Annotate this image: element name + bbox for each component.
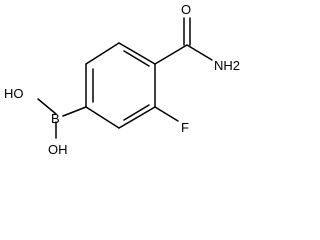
molecule-drawing: O NH2 F B HO OH xyxy=(4,2,240,157)
hydroxyl-bottom-label: OH xyxy=(48,142,68,157)
fluorine-label: F xyxy=(181,120,189,135)
ring-bond-lower-right xyxy=(118,106,156,129)
boron-hydroxyl-bond-top xyxy=(37,98,57,115)
carbonyl-carbon-bond xyxy=(154,44,188,65)
boron-label: B xyxy=(51,111,60,126)
ring-bond-lower-right-inner xyxy=(123,104,150,121)
structure-diagram: O NH2 F B HO OH xyxy=(4,2,240,157)
ring-bond-top xyxy=(118,42,156,65)
ring-bond-lower-left xyxy=(85,106,120,129)
boron-bond xyxy=(62,106,87,117)
ring-bond-upper-left xyxy=(85,42,120,65)
amine-label: NH2 xyxy=(214,58,240,73)
amide-nitrogen-bond xyxy=(186,44,213,61)
fluorine-bond xyxy=(154,106,179,122)
ring-bond-top-inner xyxy=(123,50,150,67)
hydroxyl-top-label: HO xyxy=(4,86,24,101)
oxygen-label: O xyxy=(181,2,191,17)
